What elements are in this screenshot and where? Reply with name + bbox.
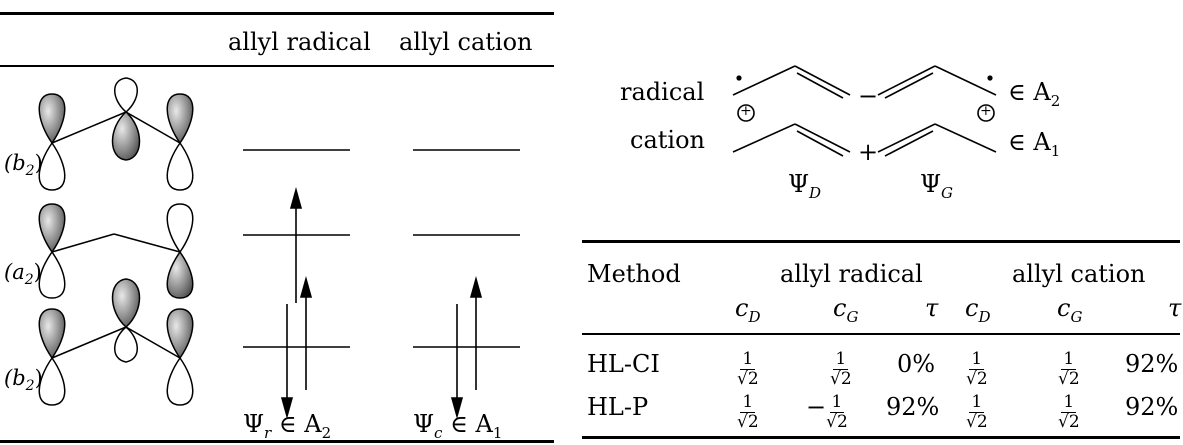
footer-psi-cation: Ψc ∈ A1 bbox=[413, 410, 503, 442]
orbital-a2 bbox=[38, 203, 194, 299]
subheader-radical-cd: cD bbox=[735, 294, 761, 326]
row1-cation-cg: 1√2 bbox=[1058, 349, 1080, 389]
row2-radical-tau: 92% bbox=[886, 393, 940, 421]
row1-radical-cg: 1√2 bbox=[830, 349, 852, 389]
row2-cation-tau: 92% bbox=[1125, 393, 1179, 421]
subheader-cation-tau: τ bbox=[1168, 294, 1182, 322]
header-allyl-cation: allyl cation bbox=[1012, 260, 1146, 288]
row2-radical-cd: 1√2 bbox=[737, 392, 759, 432]
right-table-bottom-rule bbox=[582, 436, 1180, 439]
row1-cation-tau: 92% bbox=[1125, 350, 1179, 378]
subheader-cation-cd: cD bbox=[965, 294, 991, 326]
left-table-bottom-rule bbox=[0, 440, 554, 443]
resonance-label-cation: cation bbox=[630, 126, 705, 154]
row-label-b2-bottom: (b2) bbox=[4, 366, 43, 395]
electron-arrows bbox=[280, 187, 483, 419]
radical-operator: − bbox=[858, 82, 879, 110]
resonance-label-radical: radical bbox=[620, 78, 705, 106]
row1-cation-cd: 1√2 bbox=[966, 349, 988, 389]
row-label-b2-top: (b2) bbox=[4, 151, 43, 180]
orbital-b2-top bbox=[38, 77, 194, 191]
row2-cation-cg: 1√2 bbox=[1058, 392, 1080, 432]
psi-d-label: ΨD bbox=[788, 170, 822, 202]
cation-operator: + bbox=[858, 138, 879, 166]
col-header-allyl-cation: allyl cation bbox=[399, 28, 533, 56]
subheader-radical-tau: τ bbox=[925, 294, 939, 322]
right-table-top-rule bbox=[582, 240, 1180, 243]
charge-plus-left: + bbox=[740, 103, 752, 119]
row-method-hl-ci: HL-CI bbox=[587, 350, 660, 378]
psi-g-label: ΨG bbox=[920, 170, 954, 202]
header-allyl-radical: allyl radical bbox=[780, 260, 923, 288]
col-header-allyl-radical: allyl radical bbox=[228, 28, 371, 56]
row-method-hl-p: HL-P bbox=[587, 393, 649, 421]
cation-symmetry: ∈ A1 bbox=[1008, 128, 1061, 160]
energy-levels bbox=[243, 149, 520, 348]
left-table-top-rule bbox=[0, 12, 554, 15]
subheader-radical-cg: cG bbox=[833, 294, 859, 326]
footer-psi-radical: Ψr ∈ A2 bbox=[243, 410, 332, 442]
charge-plus-right: + bbox=[980, 103, 992, 119]
row1-radical-tau: 0% bbox=[897, 350, 936, 378]
row2-radical-cg: −1√2 bbox=[806, 392, 848, 432]
left-table-header-rule bbox=[0, 65, 554, 67]
row2-cation-cd: 1√2 bbox=[966, 392, 988, 432]
row1-radical-cd: 1√2 bbox=[737, 349, 759, 389]
radical-symmetry: ∈ A2 bbox=[1008, 78, 1061, 110]
orbital-b2-bottom bbox=[38, 278, 194, 406]
row-label-a2: (a2) bbox=[4, 260, 42, 289]
subheader-cation-cg: cG bbox=[1057, 294, 1083, 326]
header-method: Method bbox=[587, 260, 681, 288]
right-table-mid-rule bbox=[582, 333, 1180, 335]
